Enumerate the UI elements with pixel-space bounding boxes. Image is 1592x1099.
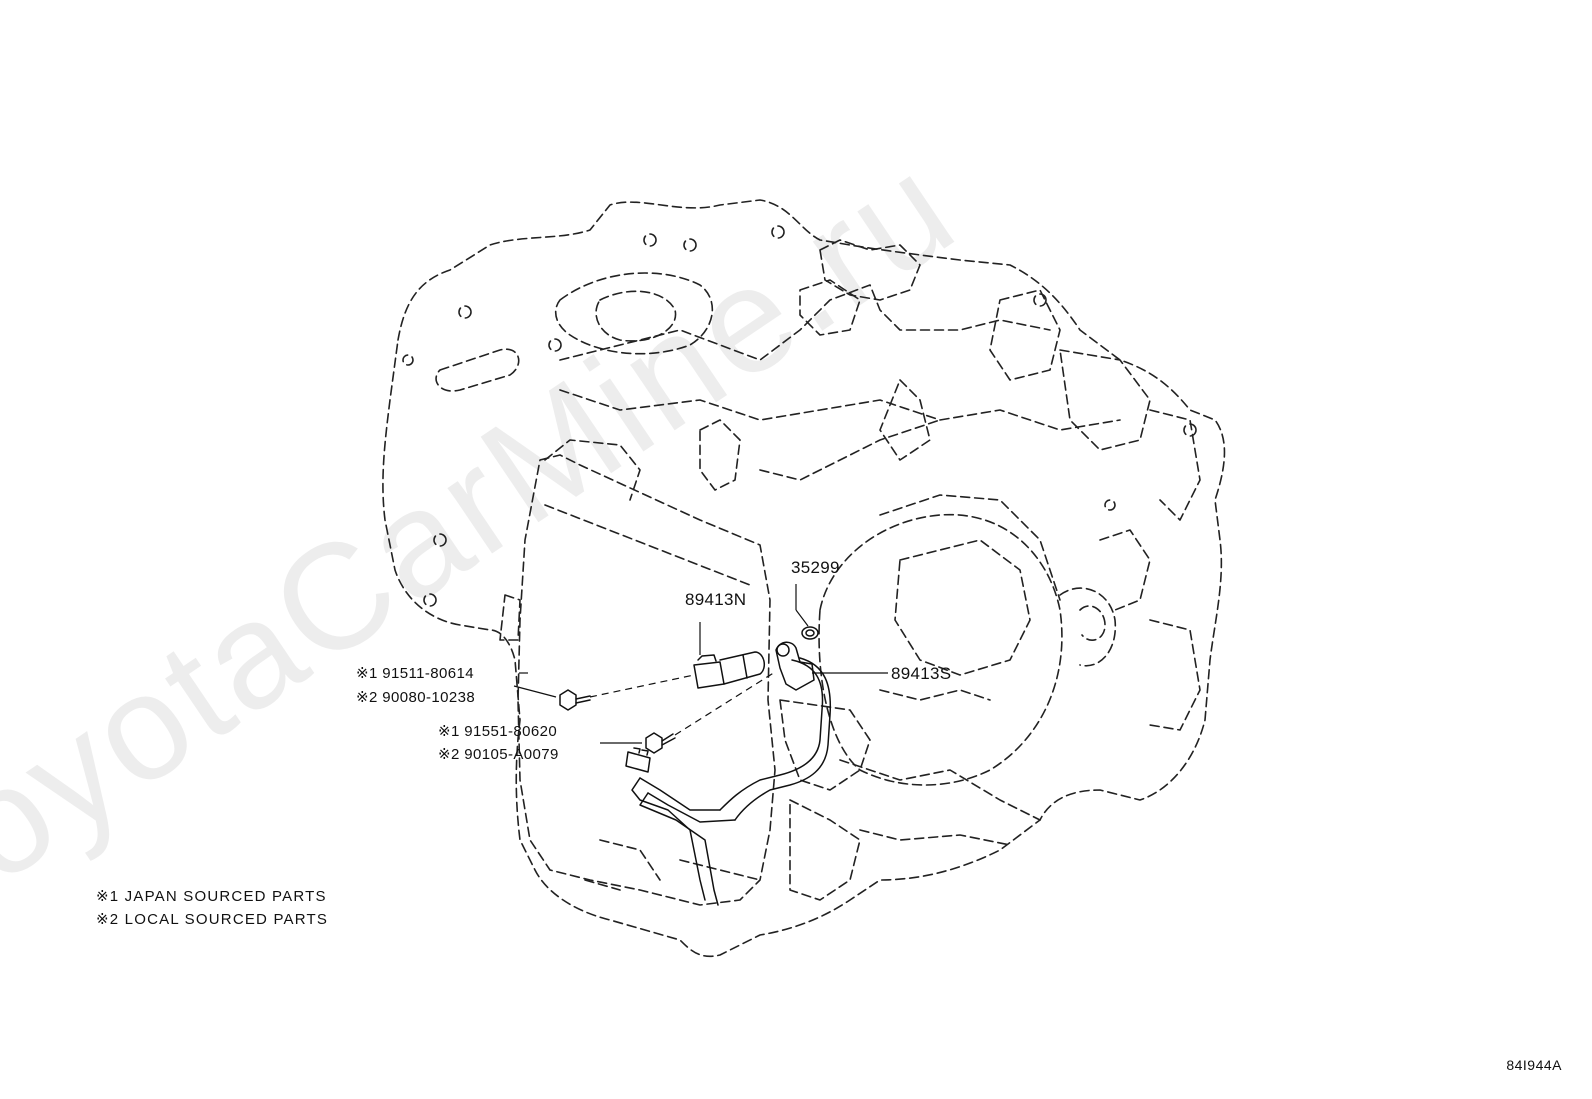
fastener-callout-3[interactable]: ※1 91551-80620 [438, 722, 557, 740]
fastener-callout-2[interactable]: ※2 90080-10238 [356, 688, 475, 706]
part-label-35299[interactable]: 35299 [791, 558, 840, 577]
fastener-part-no: 91551-80620 [464, 723, 558, 740]
harness-connector-shape [625, 747, 651, 773]
o-ring-35299-shape [801, 626, 819, 640]
legend-note-local: ※2 LOCAL SOURCED PARTS [96, 911, 329, 928]
transaxle-housing-outline [382, 199, 1226, 958]
housing-upper-details [435, 239, 1201, 521]
fastener-callout-1[interactable]: ※1 91511-80614 [356, 664, 474, 682]
wiring-harness [631, 657, 832, 906]
housing-lower-details [499, 594, 1011, 901]
bell-housing [818, 494, 1201, 821]
bolt-upper-shape [559, 689, 591, 711]
side-cover [517, 454, 776, 906]
fastener-mark: ※2 [356, 689, 378, 706]
fastener-callout-4[interactable]: ※2 90105-A0079 [438, 745, 559, 763]
fastener-mark: ※1 [356, 665, 378, 682]
sensor-89413N-shape [693, 651, 766, 689]
legend-note-japan: ※1 JAPAN SOURCED PARTS [96, 888, 327, 905]
part-label-89413S[interactable]: 89413S [891, 664, 952, 683]
bolt-lower-shape [645, 732, 676, 754]
fastener-part-no: 90080-10238 [382, 689, 476, 706]
part-label-89413N[interactable]: 89413N [685, 590, 747, 609]
document-code: 84I944A [1506, 1057, 1562, 1073]
fastener-part-no: 90105-A0079 [464, 746, 559, 763]
sensor-89413S-shape [775, 641, 815, 691]
fastener-part-no: 91511-80614 [382, 665, 475, 682]
fastener-mark: ※1 [438, 723, 460, 740]
bolt-holes [402, 225, 1197, 607]
fastener-mark: ※2 [438, 746, 460, 763]
leader-lines [513, 584, 888, 744]
